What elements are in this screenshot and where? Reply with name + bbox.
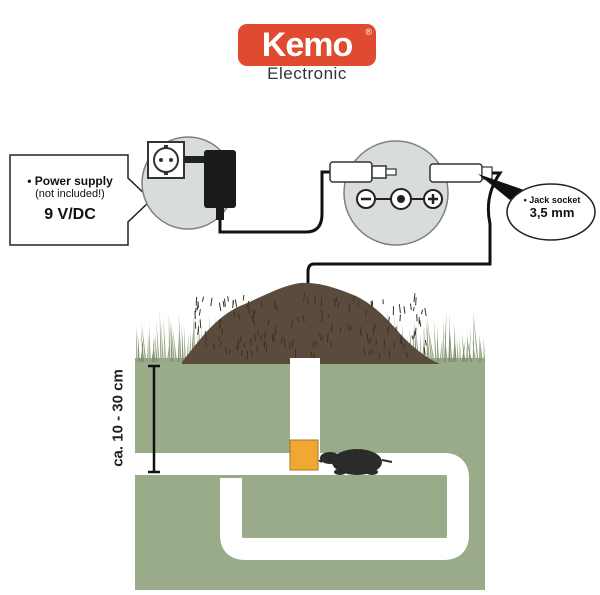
depth-label-text: ca. 10 - 30 cm <box>109 369 127 467</box>
mole-tunnel <box>135 453 469 560</box>
jack-socket-label-bubble <box>506 183 596 241</box>
power-supply-box <box>9 154 153 246</box>
jack-socket-callout <box>478 174 524 200</box>
power-supply-label: • Power supply (not included!) 9 V/DC <box>12 157 128 241</box>
power-supply-note: (not included!) <box>35 188 105 200</box>
jack-socket-title: • Jack socket <box>523 195 581 205</box>
power-supply-voltage: 9 V/DC <box>44 206 96 223</box>
mole-icon <box>318 449 393 475</box>
vertical-shaft <box>290 358 320 454</box>
plus-icon <box>423 189 443 209</box>
minus-icon <box>356 189 376 209</box>
jack-socket-label: • Jack socket 3,5 mm <box>512 195 592 220</box>
logo-registered-mark: ® <box>365 27 372 37</box>
jack-plug-icon <box>329 161 397 183</box>
jack-socket-size: 3,5 mm <box>529 205 575 220</box>
molehill <box>182 282 440 364</box>
power-supply-title: • Power supply <box>27 174 113 188</box>
depth-indicator <box>148 364 160 474</box>
polarity-center-icon <box>376 188 424 210</box>
power-cable <box>218 170 330 234</box>
logo-subtitle: Electronic <box>267 64 347 83</box>
logo-brand: Kemo <box>261 26 353 64</box>
sensor-cable <box>306 171 503 440</box>
plug-socket-icon <box>147 141 185 179</box>
kemo-logo: Kemo ® <box>238 24 376 66</box>
vibration-device <box>289 439 319 471</box>
molehill-texture <box>194 292 427 360</box>
jack-plug-right-icon <box>429 163 493 183</box>
adapter-icon <box>184 150 236 220</box>
